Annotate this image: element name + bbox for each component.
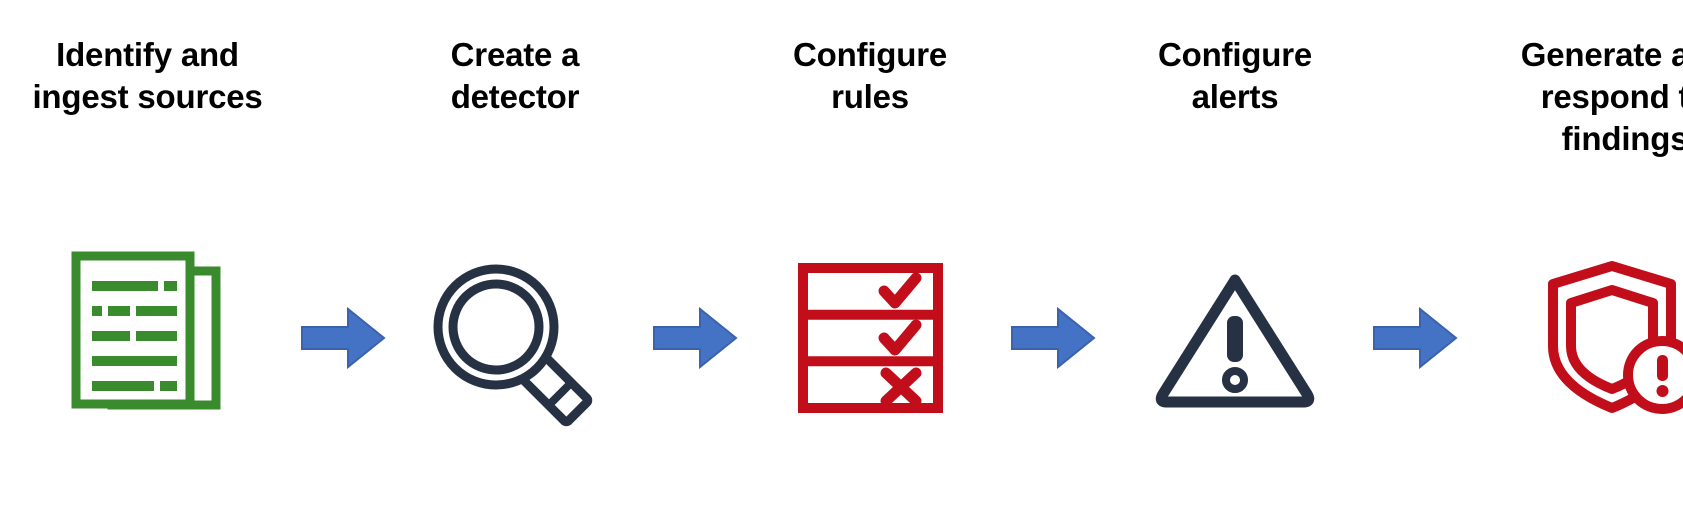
step-1-label: Identify and ingest sources [32,36,263,116]
step-5-label: Generate and respond to findings [1520,36,1683,158]
connector-2 [640,0,750,524]
step-2-label: Create a detector [450,36,580,116]
arrow-right-icon [652,306,738,370]
step-5-icon-slot [1475,238,1683,438]
step-4-label: Configure alerts [1157,36,1312,116]
cross-icon [880,367,921,407]
step-4-icon-slot [1115,238,1355,438]
step-3-configure-rules: Configure rules [750,0,990,524]
connector-4 [1355,0,1475,524]
arrow-right-icon [300,306,386,370]
check-icon [878,319,921,356]
step-1-icon-slot [0,238,295,438]
check-icon [878,272,921,309]
step-4-configure-alerts: Configure alerts [1115,0,1355,524]
alert-triangle-icon [1155,268,1315,408]
step-2-icon-slot [390,238,640,438]
rules-table-icon [797,263,943,413]
arrow-right-icon [1372,306,1458,370]
connector-3 [990,0,1115,524]
magnifying-glass-icon [430,261,600,426]
step-5-generate-and-respond-to-findings: Generate and respond to findings [1475,0,1683,524]
connector-1 [295,0,390,524]
step-3-label: Configure rules [792,36,947,116]
documents-icon [68,251,228,423]
step-2-create-a-detector: Create a detector [390,0,640,524]
step-1-identify-and-ingest-sources: Identify and ingest sources [0,0,295,524]
arrow-right-icon [1010,306,1096,370]
step-3-icon-slot [750,238,990,438]
shield-alert-icon [1545,258,1683,418]
